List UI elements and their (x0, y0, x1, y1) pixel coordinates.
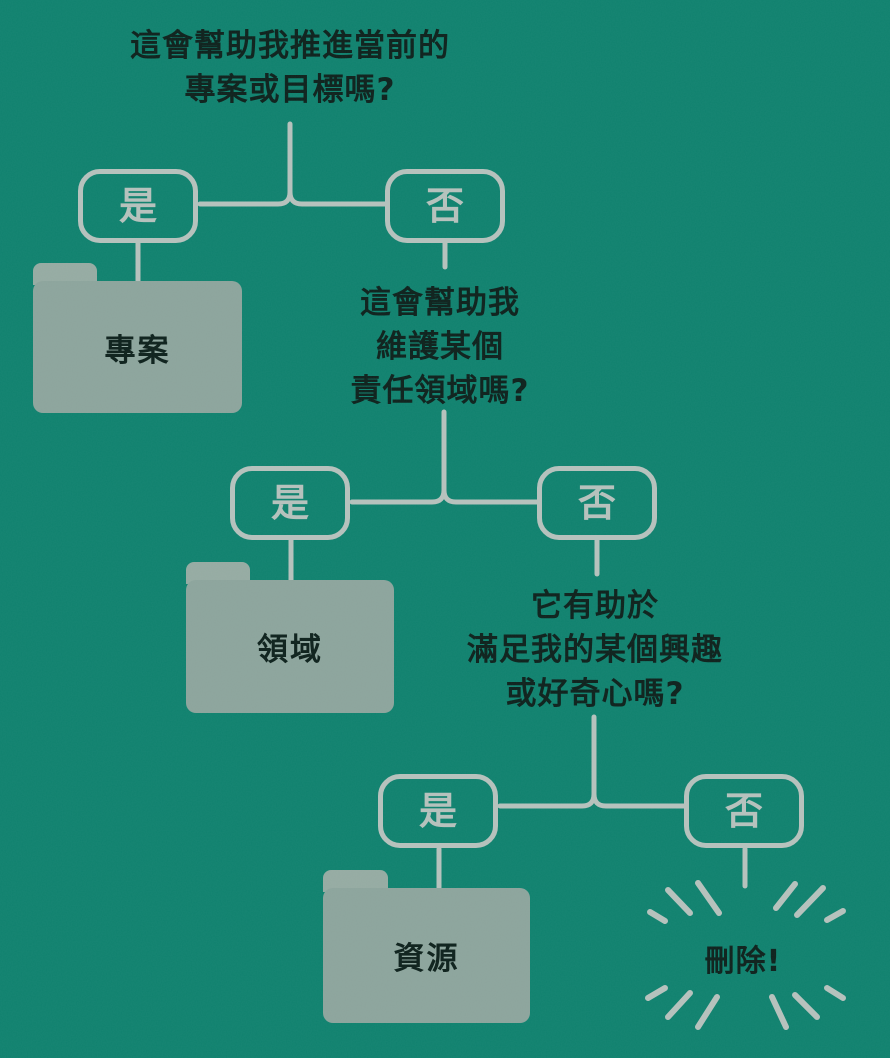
question-3-line-1: 它有助於 (531, 588, 659, 624)
decision-no-1: 否 (385, 169, 505, 243)
question-3-line-2: 滿足我的某個興趣 (467, 632, 723, 668)
question-2-line-3: 責任領域嗎? (350, 373, 530, 409)
folder-areas-label: 領域 (257, 632, 323, 668)
decision-yes-1-label: 是 (118, 184, 157, 228)
question-3-line-3: 或好奇心嗎? (505, 676, 685, 712)
delete-label: 刪除! (704, 944, 782, 979)
decision-no-3: 否 (684, 774, 804, 848)
question-2: 這會幫助我 維護某個 責任領域嗎? (190, 281, 690, 413)
decision-no-2: 否 (537, 466, 657, 540)
connector-q2-to-no2 (441, 487, 540, 505)
folder-projects-label: 專案 (104, 332, 171, 369)
decision-no-3-label: 否 (724, 789, 763, 833)
decision-yes-2-label: 是 (270, 481, 309, 525)
decision-yes-3: 是 (378, 774, 498, 848)
question-2-line-2: 維護某個 (376, 329, 504, 365)
decision-yes-1: 是 (78, 169, 198, 243)
decision-no-2-label: 否 (577, 481, 616, 525)
folder-resources-label: 資源 (393, 941, 460, 977)
question-2-line-1: 這會幫助我 (360, 285, 520, 321)
question-1: 這會幫助我推進當前的 專案或目標嗎? (40, 24, 540, 112)
decision-no-1-label: 否 (425, 184, 464, 228)
question-1-line-2: 專案或目標嗎? (184, 72, 396, 108)
connector-q3-to-yes3 (497, 714, 597, 809)
connector-q3-to-no3 (591, 791, 687, 809)
folder-resources-body: 資源 (323, 888, 530, 1023)
connector-q1-to-no1 (287, 189, 388, 207)
question-3: 它有助於 滿足我的某個興趣 或好奇心嗎? (345, 584, 845, 716)
connector-q2-to-yes2 (349, 409, 447, 505)
connector-q1-to-yes1 (197, 121, 293, 207)
question-1-line-1: 這會幫助我推進當前的 (130, 28, 450, 64)
decision-yes-2: 是 (230, 466, 350, 540)
decision-yes-3-label: 是 (418, 789, 457, 833)
